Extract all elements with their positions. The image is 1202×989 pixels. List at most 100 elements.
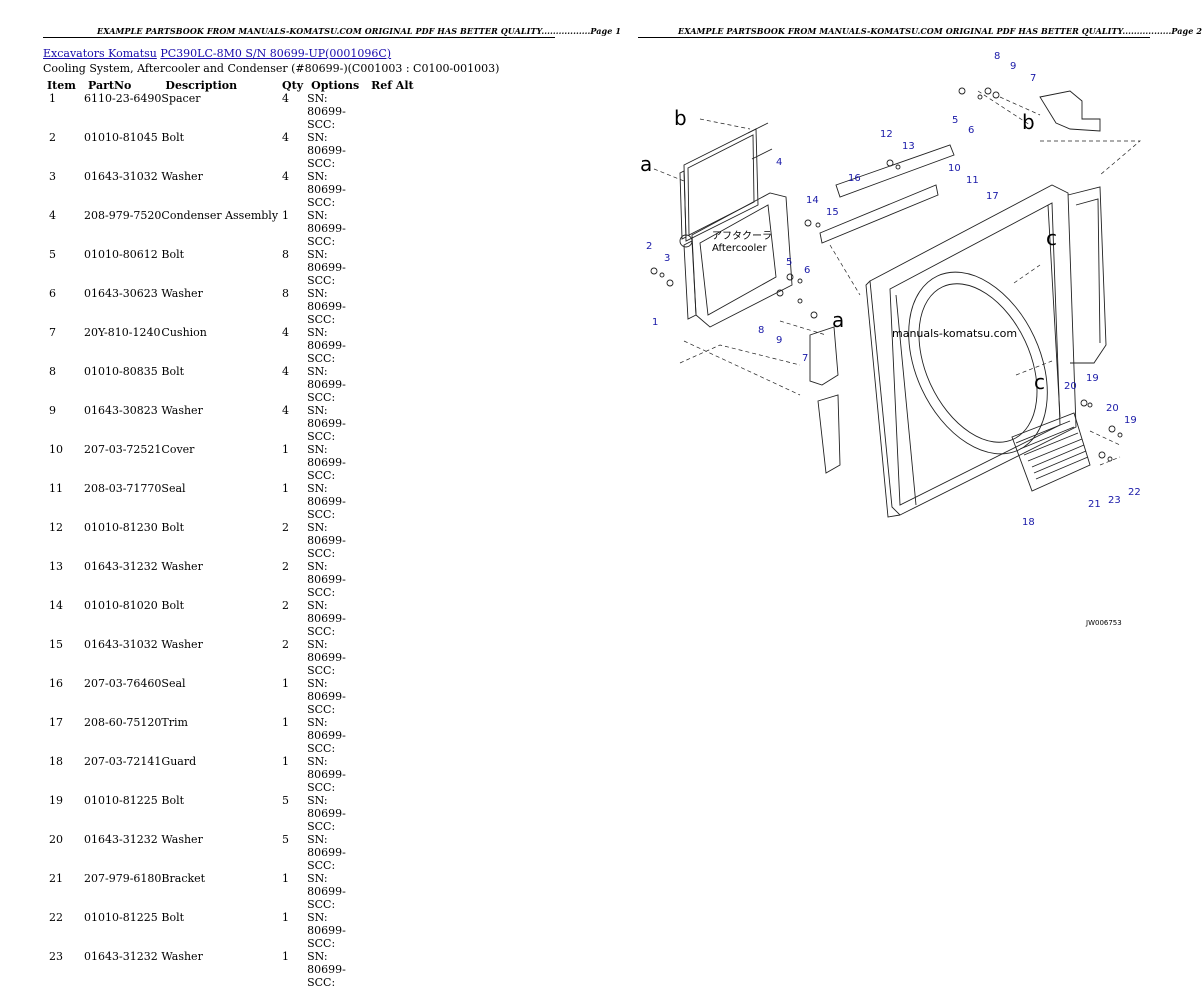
cell-description: Bolt	[161, 911, 185, 924]
callout-23: 23	[1108, 495, 1121, 506]
cell-qty: 1	[282, 209, 290, 222]
cell-partno: 01643-31032	[84, 170, 158, 183]
cell-partno: 01643-31032	[84, 638, 158, 651]
cell-ref-alt	[367, 170, 418, 209]
cell-ref-alt	[367, 794, 418, 833]
cell-partno: 207-03-76460	[84, 677, 162, 690]
callout-4: 4	[776, 157, 782, 168]
cell-qty: 2	[282, 521, 290, 534]
cell-item: 17	[49, 716, 63, 729]
cell-partno: 01010-81045	[84, 131, 158, 144]
watermark: manuals-komatsu.com	[892, 327, 1017, 340]
cell-item: 5	[49, 248, 56, 261]
view-letter-a-2: a	[832, 308, 844, 332]
cell-partno: 01010-80612	[84, 248, 158, 261]
callout-1: 1	[652, 317, 658, 328]
cell-item: 16	[49, 677, 63, 690]
cell-ref-alt	[367, 404, 418, 443]
cell-partno: 01643-30623	[84, 287, 158, 300]
aftercooler-label-jp: アフタクーラ	[712, 230, 772, 242]
parts-table-header: Item PartNo Description Qty Options Ref …	[43, 78, 418, 92]
cell-ref-alt	[367, 833, 418, 872]
cell-ref-alt	[367, 209, 418, 248]
cell-options: SN: 80699-SCC:	[307, 248, 346, 287]
cell-qty: 4	[282, 92, 290, 105]
cell-description: Washer	[161, 833, 203, 846]
callout-7: 7	[1030, 73, 1036, 84]
cell-item: 7	[49, 326, 56, 339]
column-header-ref-alt: Ref Alt	[371, 78, 414, 92]
cell-description: Washer	[161, 638, 203, 651]
cell-item: 2	[49, 131, 56, 144]
cell-ref-alt	[367, 911, 418, 950]
cell-options: SN: 80699-SCC:	[307, 560, 346, 599]
cell-partno: 6110-23-6490	[84, 92, 162, 105]
cell-ref-alt	[367, 638, 418, 677]
cell-description: Bolt	[161, 794, 185, 807]
callout-2: 2	[646, 241, 652, 252]
page-header-left: EXAMPLE PARTSBOOK FROM MANUALS-KOMATSU.C…	[97, 26, 621, 36]
cell-description: Bracket	[161, 872, 206, 885]
column-header-qty: Qty	[282, 78, 304, 92]
view-letter-b: b	[674, 106, 687, 130]
breadcrumb-model-link[interactable]: PC390LC-8M0 S/N 80699-UP(0001096C)	[160, 47, 392, 60]
cell-partno: 01643-31232	[84, 950, 158, 963]
cell-ref-alt	[367, 950, 418, 989]
condenser-drawing	[679, 122, 773, 242]
cell-qty: 4	[282, 131, 290, 144]
cell-qty: 1	[282, 677, 290, 690]
cell-qty: 2	[282, 638, 290, 651]
cell-partno: 207-979-6180	[84, 872, 162, 885]
cell-options: SN: 80699-SCC:	[307, 131, 346, 170]
cell-options: SN: 80699-SCC:	[307, 638, 346, 677]
cell-qty: 5	[282, 794, 290, 807]
cell-partno: 20Y-810-1240	[84, 326, 161, 339]
breadcrumb-category-link[interactable]: Excavators Komatsu	[43, 47, 157, 60]
cell-qty: 8	[282, 248, 290, 261]
cell-qty: 2	[282, 599, 290, 612]
callout-20: 20	[1064, 381, 1077, 392]
cell-ref-alt	[367, 365, 418, 404]
cell-description: Washer	[161, 170, 203, 183]
cell-item: 14	[49, 599, 63, 612]
cell-description: Guard	[161, 755, 197, 768]
cell-options: SN: 80699-SCC:	[307, 872, 346, 911]
cell-qty: 1	[282, 755, 290, 768]
cell-ref-alt	[367, 326, 418, 365]
cell-item: 6	[49, 287, 56, 300]
cell-ref-alt	[367, 521, 418, 560]
column-header-partno: PartNo	[88, 78, 132, 92]
cell-description: Bolt	[161, 521, 185, 534]
cell-partno: 01010-80835	[84, 365, 158, 378]
cell-item: 22	[49, 911, 63, 924]
column-header-item: Item	[47, 78, 76, 92]
cell-qty: 1	[282, 482, 290, 495]
parts-diagram: アフタクーラ Aftercooler	[640, 51, 1141, 627]
cell-qty: 8	[282, 287, 290, 300]
cell-description: Spacer	[161, 92, 201, 105]
cell-partno: 01643-30823	[84, 404, 158, 417]
cell-ref-alt	[367, 755, 418, 794]
cell-description: Washer	[161, 950, 203, 963]
cell-partno: 01643-31232	[84, 560, 158, 573]
cell-ref-alt	[367, 716, 418, 755]
cell-partno: 208-60-75120	[84, 716, 162, 729]
callout-19: 19	[1086, 373, 1099, 384]
cell-ref-alt	[367, 248, 418, 287]
cell-description: Washer	[161, 287, 203, 300]
cell-qty: 4	[282, 404, 290, 417]
aftercooler-label: Aftercooler	[712, 243, 767, 254]
section-title: Cooling System, Aftercooler and Condense…	[43, 62, 500, 75]
cell-options: SN: 80699-SCC:	[307, 287, 346, 326]
